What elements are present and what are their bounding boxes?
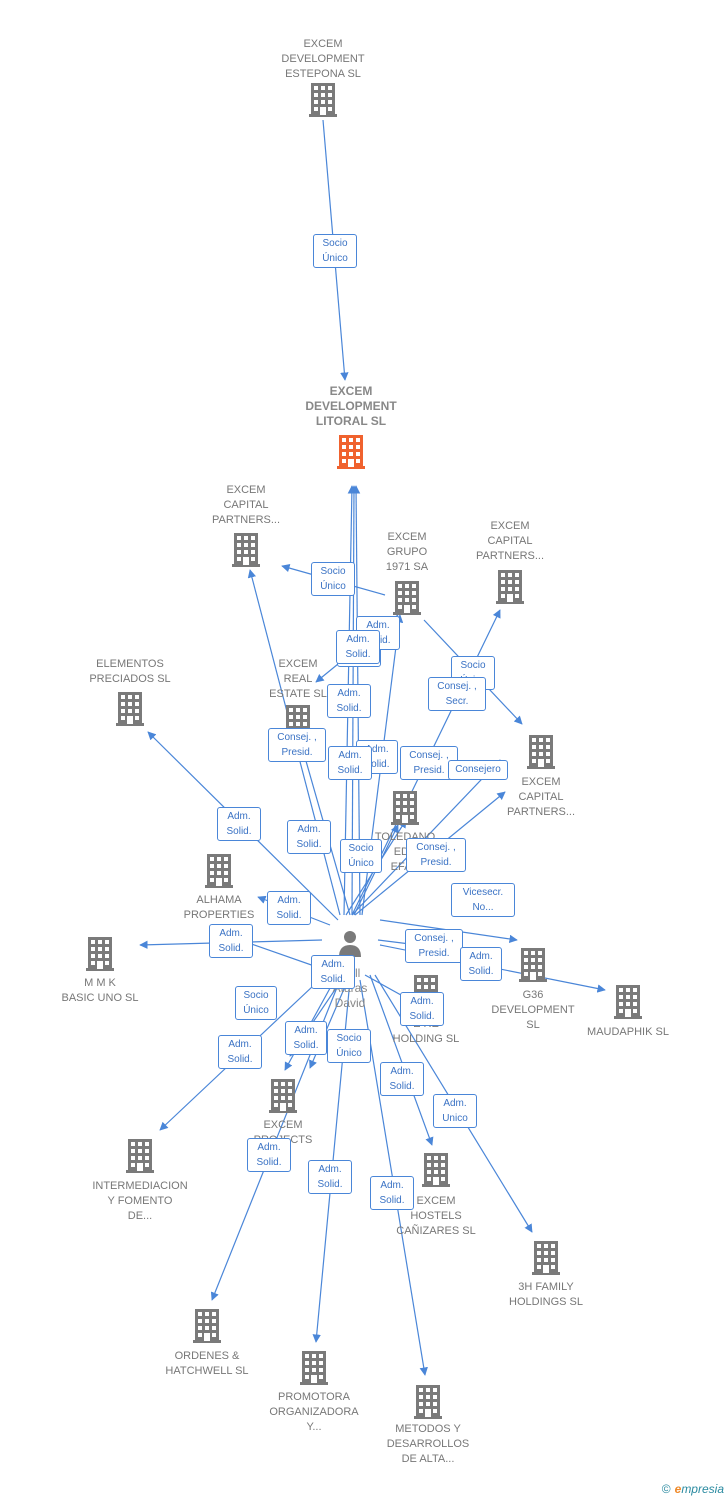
node-label-capital2[interactable]: EXCEM CAPITAL PARTNERS... bbox=[475, 520, 545, 562]
node-label-capital1[interactable]: EXCEM CAPITAL PARTNERS... bbox=[211, 484, 281, 526]
edge-person-to-capital3 bbox=[351, 759, 501, 916]
node-label-elementos[interactable]: ELEMENTOS PRECIADOS SL bbox=[89, 658, 171, 685]
building-icon[interactable] bbox=[309, 83, 337, 117]
edge-label[interactable]: Adm. Solid. bbox=[247, 1138, 291, 1172]
person-icon[interactable] bbox=[339, 931, 361, 957]
building-icon[interactable] bbox=[496, 570, 524, 604]
node-label-maudaphik[interactable]: MAUDAPHIK SL bbox=[587, 1026, 669, 1038]
edge-label[interactable]: Consej. , Presid. bbox=[405, 929, 463, 963]
edge-label[interactable]: Socio Único bbox=[340, 839, 382, 873]
node-label-ordenes[interactable]: ORDENES & HATCHWELL SL bbox=[165, 1350, 249, 1377]
building-icon[interactable] bbox=[126, 1139, 154, 1173]
node-label-mmk[interactable]: M M K BASIC UNO SL bbox=[61, 977, 139, 1004]
building-icon[interactable] bbox=[532, 1241, 560, 1275]
copyright-symbol: © bbox=[661, 1482, 671, 1496]
node-label-estepona[interactable]: EXCEM DEVELOPMENT ESTEPONA SL bbox=[281, 38, 365, 80]
edge-label[interactable]: Adm. Solid. bbox=[370, 1176, 414, 1210]
edge-label[interactable]: Adm. Solid. bbox=[218, 1035, 262, 1069]
building-icon[interactable] bbox=[337, 435, 365, 469]
node-label-promotora[interactable]: PROMOTORA ORGANIZADORA Y... bbox=[269, 1391, 359, 1433]
edge-label[interactable]: Adm. Solid. bbox=[336, 630, 380, 664]
building-icon[interactable] bbox=[116, 692, 144, 726]
edge-label[interactable]: Adm. Solid. bbox=[287, 820, 331, 854]
building-icon[interactable] bbox=[414, 1385, 442, 1419]
building-icon[interactable] bbox=[193, 1309, 221, 1343]
edge-label[interactable]: Adm. Solid. bbox=[209, 924, 253, 958]
node-label-intermediacion[interactable]: INTERMEDIACION Y FOMENTO DE... bbox=[92, 1180, 188, 1222]
edge-label[interactable]: Socio Único bbox=[313, 234, 357, 268]
edge-label[interactable]: Consej. , Presid. bbox=[268, 728, 326, 762]
building-icon[interactable] bbox=[300, 1351, 328, 1385]
edge-label[interactable]: Socio Único bbox=[327, 1029, 371, 1063]
building-icon[interactable] bbox=[393, 581, 421, 615]
building-icon[interactable] bbox=[205, 854, 233, 888]
node-label-realestate[interactable]: EXCEM REAL ESTATE SL bbox=[269, 658, 327, 700]
node-label-litoral[interactable]: EXCEM DEVELOPMENT LITORAL SL bbox=[305, 384, 397, 428]
node-label-hostels[interactable]: EXCEM HOSTELS CAÑIZARES SL bbox=[396, 1195, 476, 1237]
building-icon[interactable] bbox=[86, 937, 114, 971]
edge-label[interactable]: Socio Único bbox=[311, 562, 355, 596]
edge-label[interactable]: Adm. Solid. bbox=[380, 1062, 424, 1096]
brand-logo-text: mpresia bbox=[681, 1482, 724, 1496]
edge-label[interactable]: Adm. Solid. bbox=[460, 947, 502, 981]
edge-label[interactable]: Adm. Solid. bbox=[327, 684, 371, 718]
icon-layer bbox=[86, 83, 642, 1419]
edge-label[interactable]: Adm. Solid. bbox=[328, 746, 372, 780]
brand-logo-e: e bbox=[674, 1482, 682, 1496]
building-icon[interactable] bbox=[269, 1079, 297, 1113]
building-icon[interactable] bbox=[614, 985, 642, 1019]
edge-label[interactable]: Consej. , Presid. bbox=[406, 838, 466, 872]
edge-label[interactable]: Adm. Solid. bbox=[285, 1021, 327, 1055]
edge-label[interactable]: Socio Único bbox=[235, 986, 277, 1020]
building-icon[interactable] bbox=[519, 948, 547, 982]
empresia-footer[interactable]: ©empresia bbox=[662, 1482, 724, 1496]
building-icon[interactable] bbox=[391, 791, 419, 825]
node-label-threeh[interactable]: 3H FAMILY HOLDINGS SL bbox=[509, 1281, 583, 1308]
building-icon[interactable] bbox=[232, 533, 260, 567]
node-label-grupo[interactable]: EXCEM GRUPO 1971 SA bbox=[385, 531, 429, 573]
node-label-capital3[interactable]: EXCEM CAPITAL PARTNERS... bbox=[506, 776, 576, 818]
node-label-metodos[interactable]: METODOS Y DESARROLLOS DE ALTA... bbox=[386, 1423, 470, 1465]
edge-label[interactable]: Adm. Solid. bbox=[217, 807, 261, 841]
edge-label[interactable]: Adm. Solid. bbox=[308, 1160, 352, 1194]
edge-label[interactable]: Adm. Solid. bbox=[311, 955, 355, 989]
node-label-g36[interactable]: G36 DEVELOPMENT SL bbox=[491, 989, 575, 1031]
edge-person-to-hostels bbox=[369, 974, 434, 1146]
edge-label[interactable]: Adm. Unico bbox=[433, 1094, 477, 1128]
edge-label[interactable]: Consej. , Secr. bbox=[428, 677, 486, 711]
building-icon[interactable] bbox=[422, 1153, 450, 1187]
edge-label[interactable]: Consejero bbox=[448, 760, 508, 780]
building-icon[interactable] bbox=[527, 735, 555, 769]
edge-label[interactable]: Vicesecr. No... bbox=[451, 883, 515, 917]
edge-label[interactable]: Adm. Solid. bbox=[267, 891, 311, 925]
edge-label[interactable]: Adm. Solid. bbox=[400, 992, 444, 1026]
